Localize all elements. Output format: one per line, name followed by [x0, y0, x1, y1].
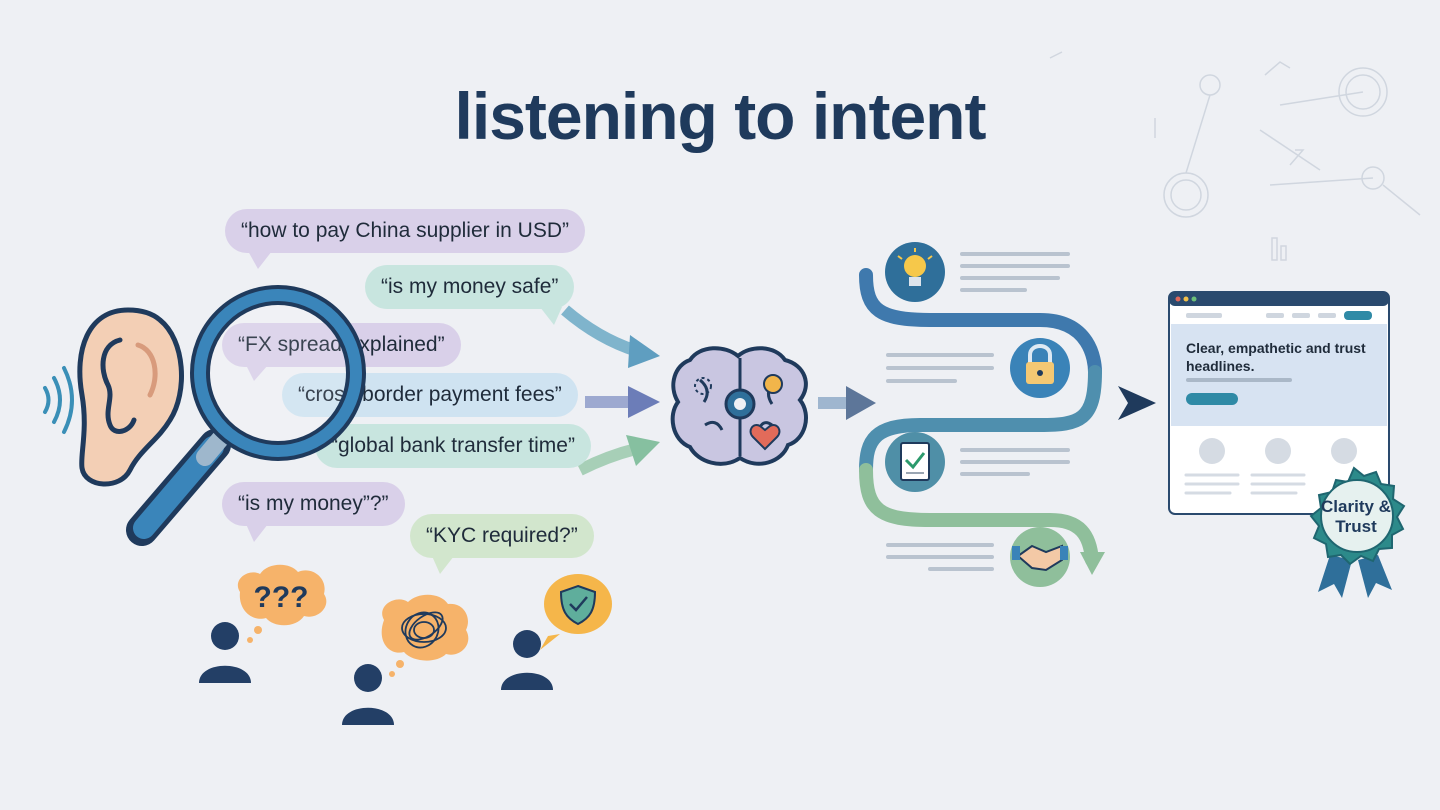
lock-icon [1010, 338, 1070, 398]
flow-arrow-middle [818, 386, 876, 420]
step-text-lines [886, 252, 1070, 571]
shield-check-icon [559, 584, 597, 626]
query-bubble-7: “KYC required?” [410, 514, 594, 558]
webpage-headline: Clear, empathetic and trust headlines. [1186, 340, 1366, 374]
query-bubble-2: “is my money safe” [365, 265, 575, 309]
persona-overwhelmed [342, 594, 469, 725]
handshake-icon [1010, 527, 1070, 587]
background-finance-sketch [1049, 51, 1421, 261]
bubble-tail [540, 307, 562, 325]
webpage-mockup [1168, 291, 1390, 515]
document-check-icon [885, 432, 945, 492]
journey-path [859, 268, 1102, 567]
query-bubble-5: “global bank transfer time” [315, 424, 591, 468]
query-bubble-6: “is my money”?” [222, 482, 405, 526]
page-title: listening to intent [454, 79, 987, 153]
flow-arrows-in [561, 305, 660, 476]
persona-confused [199, 564, 327, 683]
bubble-tail [246, 524, 268, 542]
clarity-trust-badge [1309, 466, 1406, 598]
badge-label: Clarity & Trust [1321, 497, 1391, 536]
bubble-tail [432, 556, 454, 574]
brain-icon [670, 346, 808, 466]
flow-arrow-out [1118, 386, 1156, 420]
query-bubble-4: “cross-border payment fees” [282, 373, 578, 417]
ear-icon [77, 307, 184, 487]
query-bubble-3: “FX spread explained” [222, 323, 461, 367]
lightbulb-icon [885, 242, 945, 302]
bubble-tail [246, 365, 268, 381]
sound-waves [43, 366, 74, 434]
query-bubble-1: “how to pay China supplier in USD” [225, 209, 585, 253]
svg-text:???: ??? [254, 581, 309, 614]
question-marks: ??? [254, 581, 309, 614]
magnifying-glass-icon [126, 423, 235, 546]
bubble-tail [248, 251, 272, 269]
